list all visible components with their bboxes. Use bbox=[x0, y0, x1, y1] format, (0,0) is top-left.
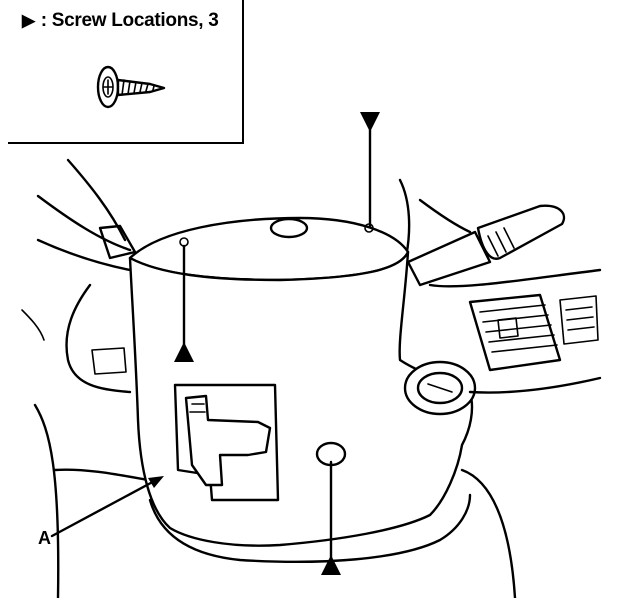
lower-left-panel-edge bbox=[53, 468, 150, 482]
legend-label: ▶ : Screw Locations, 3 bbox=[22, 10, 219, 32]
steering-wheel-rim-right bbox=[418, 198, 472, 234]
screw-arrow-top-head bbox=[360, 112, 380, 132]
lower-left-panel bbox=[33, 403, 60, 598]
lower-right-panel bbox=[460, 468, 517, 598]
screw-icon bbox=[96, 65, 166, 109]
dash-switch-block bbox=[559, 295, 599, 345]
screw-arrow-left-head bbox=[174, 342, 194, 362]
callout-a-leader bbox=[50, 476, 162, 538]
callout-a-label: A bbox=[38, 528, 51, 548]
right-combination-switch-stalk bbox=[406, 230, 492, 287]
left-stalk bbox=[98, 224, 137, 260]
right-stalk-tip bbox=[476, 204, 566, 260]
dashboard-right-contour bbox=[428, 268, 602, 288]
dashboard-left-vent bbox=[91, 347, 127, 375]
dashboard-left-contour bbox=[65, 283, 132, 394]
tilt-lever-grip bbox=[189, 403, 206, 413]
legend-text: : Screw Locations, 3 bbox=[40, 10, 219, 31]
screw-arrow-bottom-head bbox=[321, 555, 341, 575]
callout-a-arrowhead bbox=[148, 476, 164, 488]
upper-cover-center-hole bbox=[269, 217, 309, 239]
ignition-key-slot bbox=[427, 383, 453, 393]
dashboard-right-lower bbox=[468, 376, 602, 394]
dash-vent-knob bbox=[497, 317, 519, 339]
right-stalk-grip-lines bbox=[487, 227, 515, 257]
dashboard-left-detail bbox=[21, 309, 45, 341]
legend-marker-arrow: ▶ bbox=[22, 11, 35, 30]
tilt-lever bbox=[184, 394, 272, 487]
steering-wheel-rim-left bbox=[36, 194, 132, 252]
steering-wheel-top-arc bbox=[66, 158, 127, 242]
dash-air-vent bbox=[468, 293, 562, 372]
ignition-key-cylinder-inner bbox=[416, 371, 464, 405]
legend-box: ▶ : Screw Locations, 3 bbox=[8, 0, 244, 144]
lower-trim-edge bbox=[148, 493, 472, 563]
steering-wheel-rim-left-inner bbox=[36, 238, 132, 272]
